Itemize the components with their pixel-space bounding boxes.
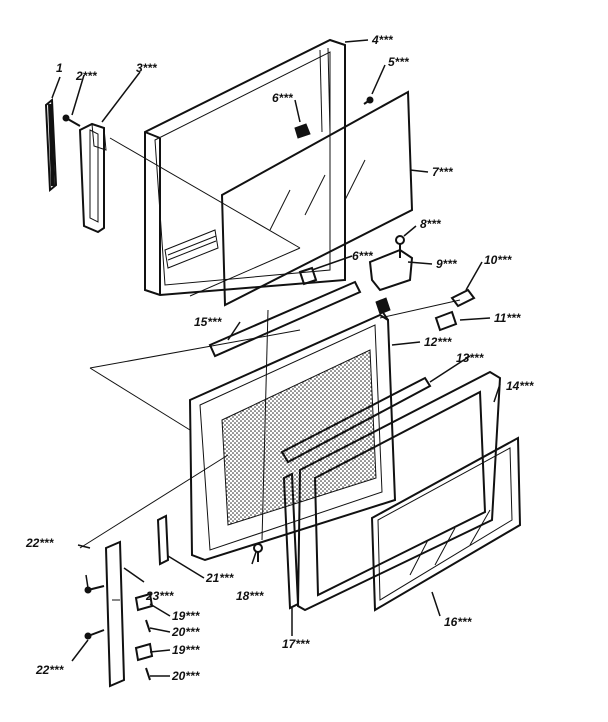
part-9-hinge-bracket <box>368 248 414 292</box>
part-21-block <box>156 514 170 566</box>
callout-15: 15*** <box>194 315 223 329</box>
callout-22-upper: 22*** <box>25 536 55 550</box>
callout-8: 8*** <box>420 217 442 231</box>
callout-13: 13*** <box>456 351 485 365</box>
part-4-outer-door-panel <box>144 38 346 297</box>
part-12-inner-door-liner <box>188 297 397 562</box>
callout-20-upper: 20*** <box>171 625 201 639</box>
callout-16: 16*** <box>444 615 473 629</box>
callout-5: 5*** <box>388 55 410 69</box>
part-10-spacer <box>450 288 476 308</box>
part-1-gasket-strip <box>44 97 58 193</box>
callout-22-lower: 22*** <box>35 663 65 677</box>
part-7-outer-glass <box>220 90 414 307</box>
callout-7: 7*** <box>432 165 454 179</box>
callout-19-lower: 19*** <box>172 643 201 657</box>
part-3-door-handle <box>78 122 107 234</box>
part-16-inner-glass <box>370 436 522 612</box>
callout-21: 21*** <box>205 571 235 585</box>
part-15-trim-strip <box>208 280 362 358</box>
part-19-clip-lower <box>134 642 154 662</box>
callout-9: 9*** <box>436 257 458 271</box>
part-8-bolt <box>395 235 405 258</box>
part-2-screw <box>62 114 81 127</box>
callout-4: 4*** <box>371 33 394 47</box>
callout-6-lower: 6*** <box>352 249 374 263</box>
part-18-bolt <box>253 543 263 562</box>
part-23-hinge-arm <box>104 540 126 688</box>
part-20-pin-lower <box>145 667 151 681</box>
part-14-inner-frame <box>296 370 502 612</box>
part-22-screw-lower <box>84 629 105 640</box>
callout-19-upper: 19*** <box>172 609 201 623</box>
callout-2: 2*** <box>75 69 98 83</box>
callout-20-lower: 20*** <box>171 669 201 683</box>
part-13-channel <box>280 376 432 464</box>
callout-3: 3*** <box>136 61 158 75</box>
part-11-spacer <box>434 310 458 332</box>
leader-lines <box>51 39 501 677</box>
part-17-side-strip <box>282 472 300 610</box>
part-6-bumper-lower <box>298 266 318 286</box>
callout-6-upper: 6*** <box>272 91 294 105</box>
callout-12: 12*** <box>424 335 453 349</box>
callout-10: 10*** <box>484 253 513 267</box>
callout-14: 14*** <box>506 379 535 393</box>
callout-1: 1 <box>56 61 63 75</box>
callout-labels: 1 2*** 3*** 4*** 5*** 6*** 7*** 8*** 6**… <box>25 33 535 683</box>
part-5-screw <box>363 96 374 105</box>
callout-23: 23*** <box>145 589 175 603</box>
callout-11: 11*** <box>494 311 522 325</box>
assembly-guide-lines <box>79 137 461 549</box>
callout-17: 17*** <box>282 637 311 651</box>
part-6-bumper-upper <box>294 123 311 139</box>
callout-18: 18*** <box>236 589 265 603</box>
part-20-pin-upper <box>145 619 151 633</box>
